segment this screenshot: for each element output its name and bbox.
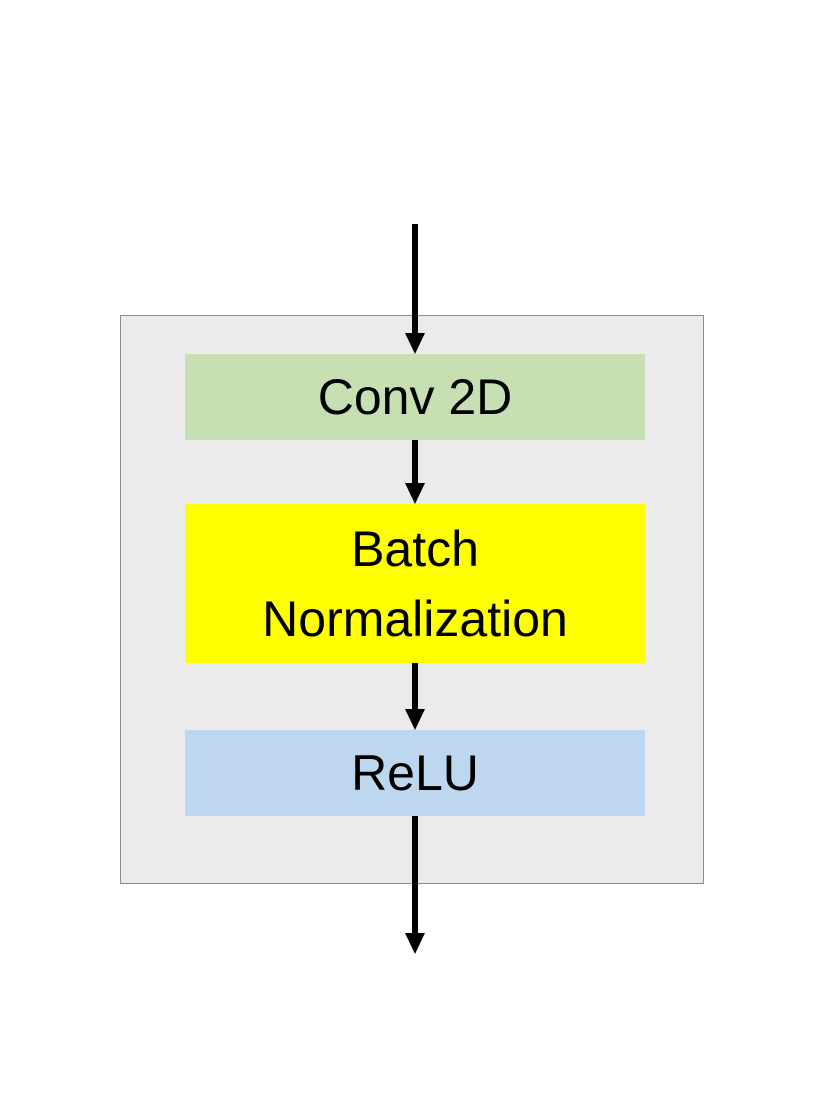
relu-layer-label: ReLU <box>351 745 479 801</box>
batch-normalization-label-line-1: Batch <box>351 520 479 577</box>
batch-normalization-layer-box: Batch Normalization <box>185 504 645 663</box>
batch-normalization-layer-label: Batch Normalization <box>262 514 568 654</box>
conv2d-layer-box: Conv 2D <box>185 354 645 440</box>
conv2d-layer-label: Conv 2D <box>317 369 513 425</box>
relu-layer-box: ReLU <box>185 730 645 816</box>
batch-normalization-label-line-2: Normalization <box>262 590 568 647</box>
